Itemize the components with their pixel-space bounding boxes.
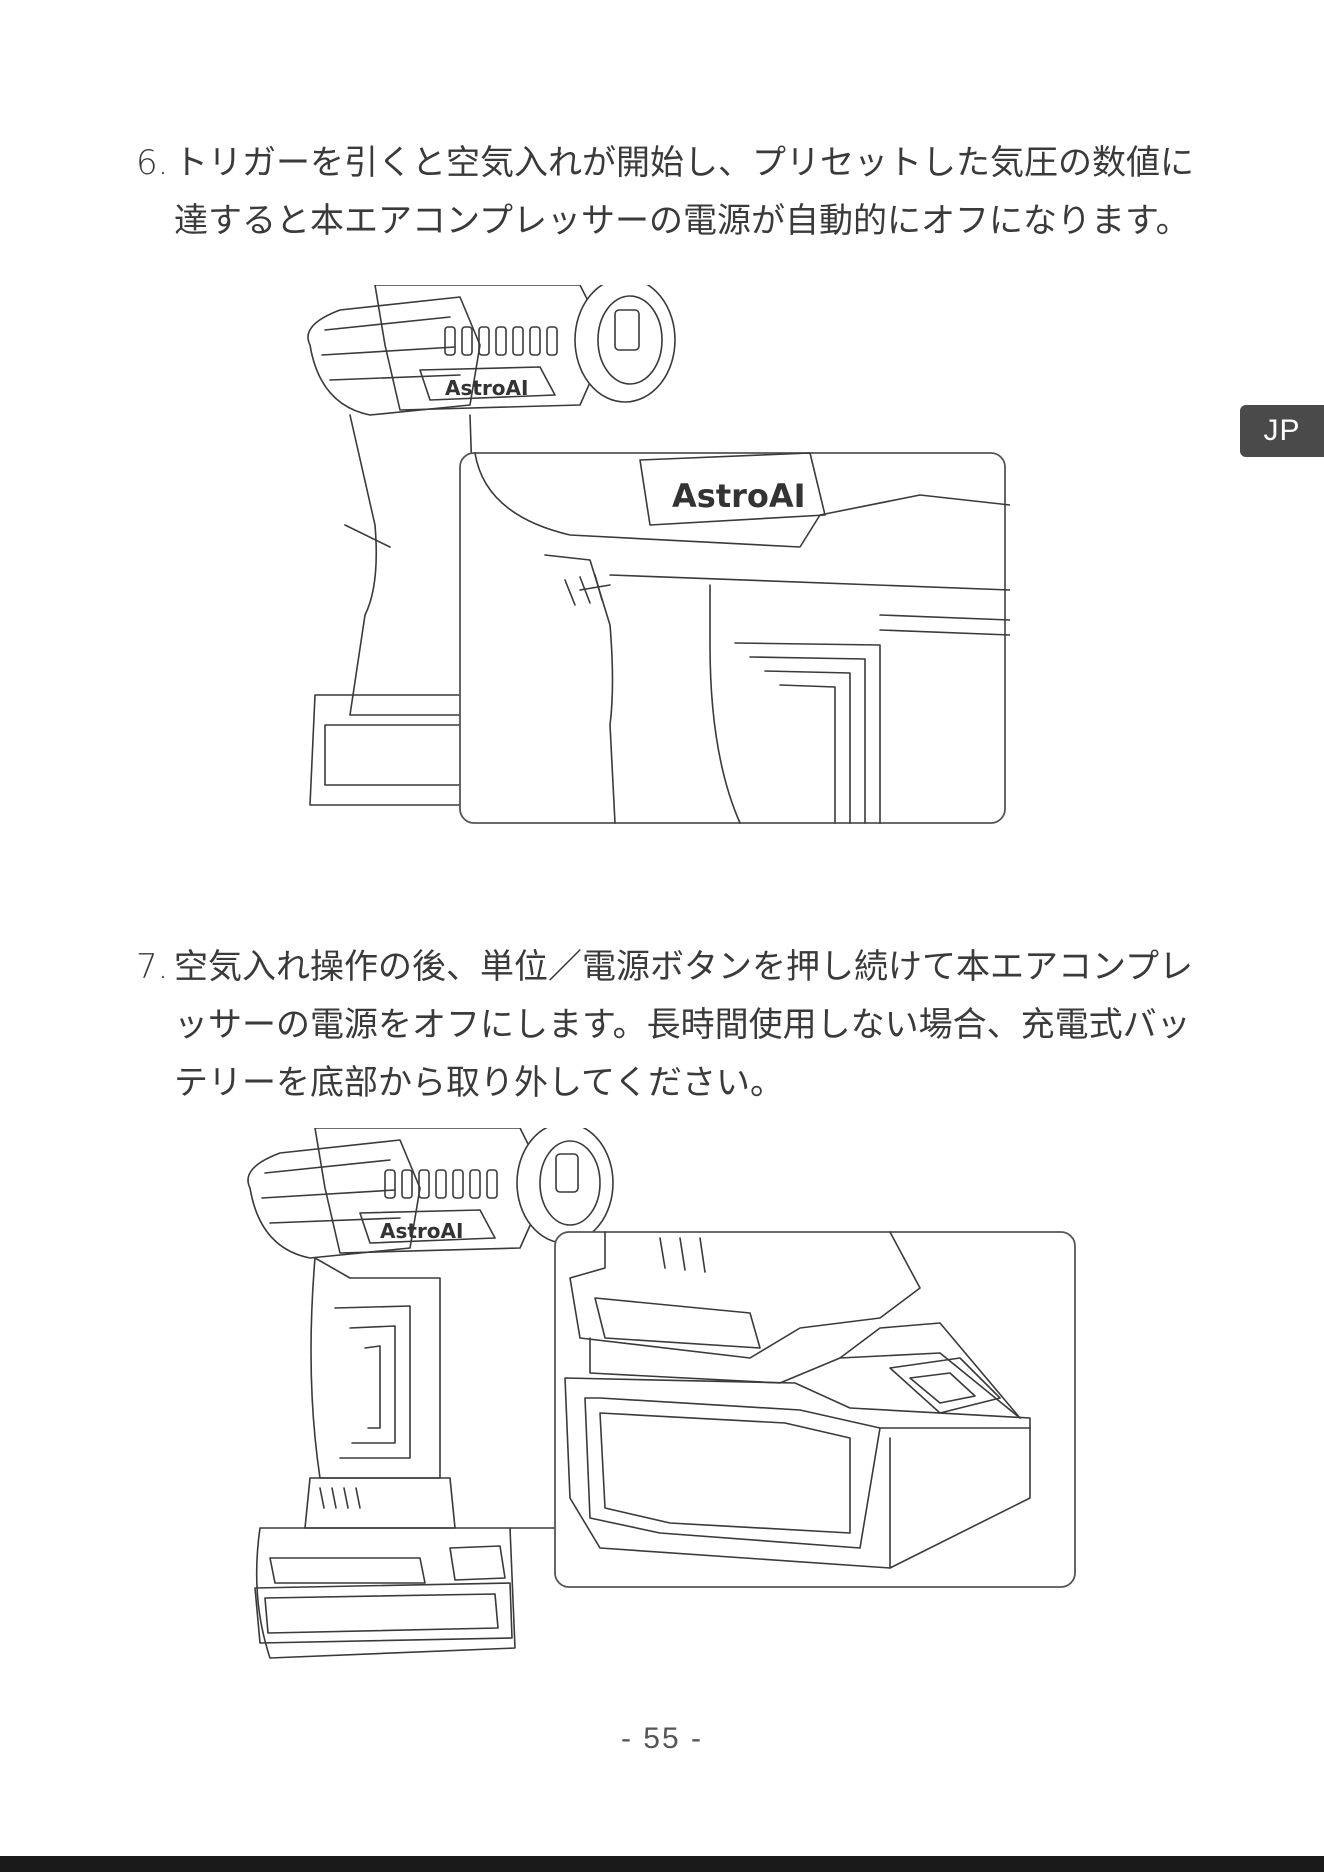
page-number: - 55 - xyxy=(0,1722,1324,1756)
brand-logo-zoom: AstroAI xyxy=(672,477,806,515)
compressor-battery-illustration: AstroAI xyxy=(240,1128,1080,1668)
step-number: 7. xyxy=(136,938,174,1112)
language-tab[interactable]: JP xyxy=(1240,405,1324,457)
step-6: 6. トリガーを引くと空気入れが開始し、プリセットした気圧の数値に達すると本エア… xyxy=(136,134,1196,250)
step-number: 6. xyxy=(136,134,174,250)
step-7: 7. 空気入れ操作の後、単位／電源ボタンを押し続けて本エアコンプレッサーの電源を… xyxy=(136,938,1196,1112)
step-text: トリガーを引くと空気入れが開始し、プリセットした気圧の数値に達すると本エアコンプ… xyxy=(174,134,1196,250)
brand-logo: AstroAI xyxy=(380,1219,463,1243)
compressor-trigger-illustration: AstroAI AstroAI xyxy=(280,285,1010,845)
brand-logo: AstroAI xyxy=(445,376,528,400)
step-text: 空気入れ操作の後、単位／電源ボタンを押し続けて本エアコンプレッサーの電源をオフに… xyxy=(174,938,1196,1112)
bottom-edge-bar xyxy=(0,1856,1324,1872)
